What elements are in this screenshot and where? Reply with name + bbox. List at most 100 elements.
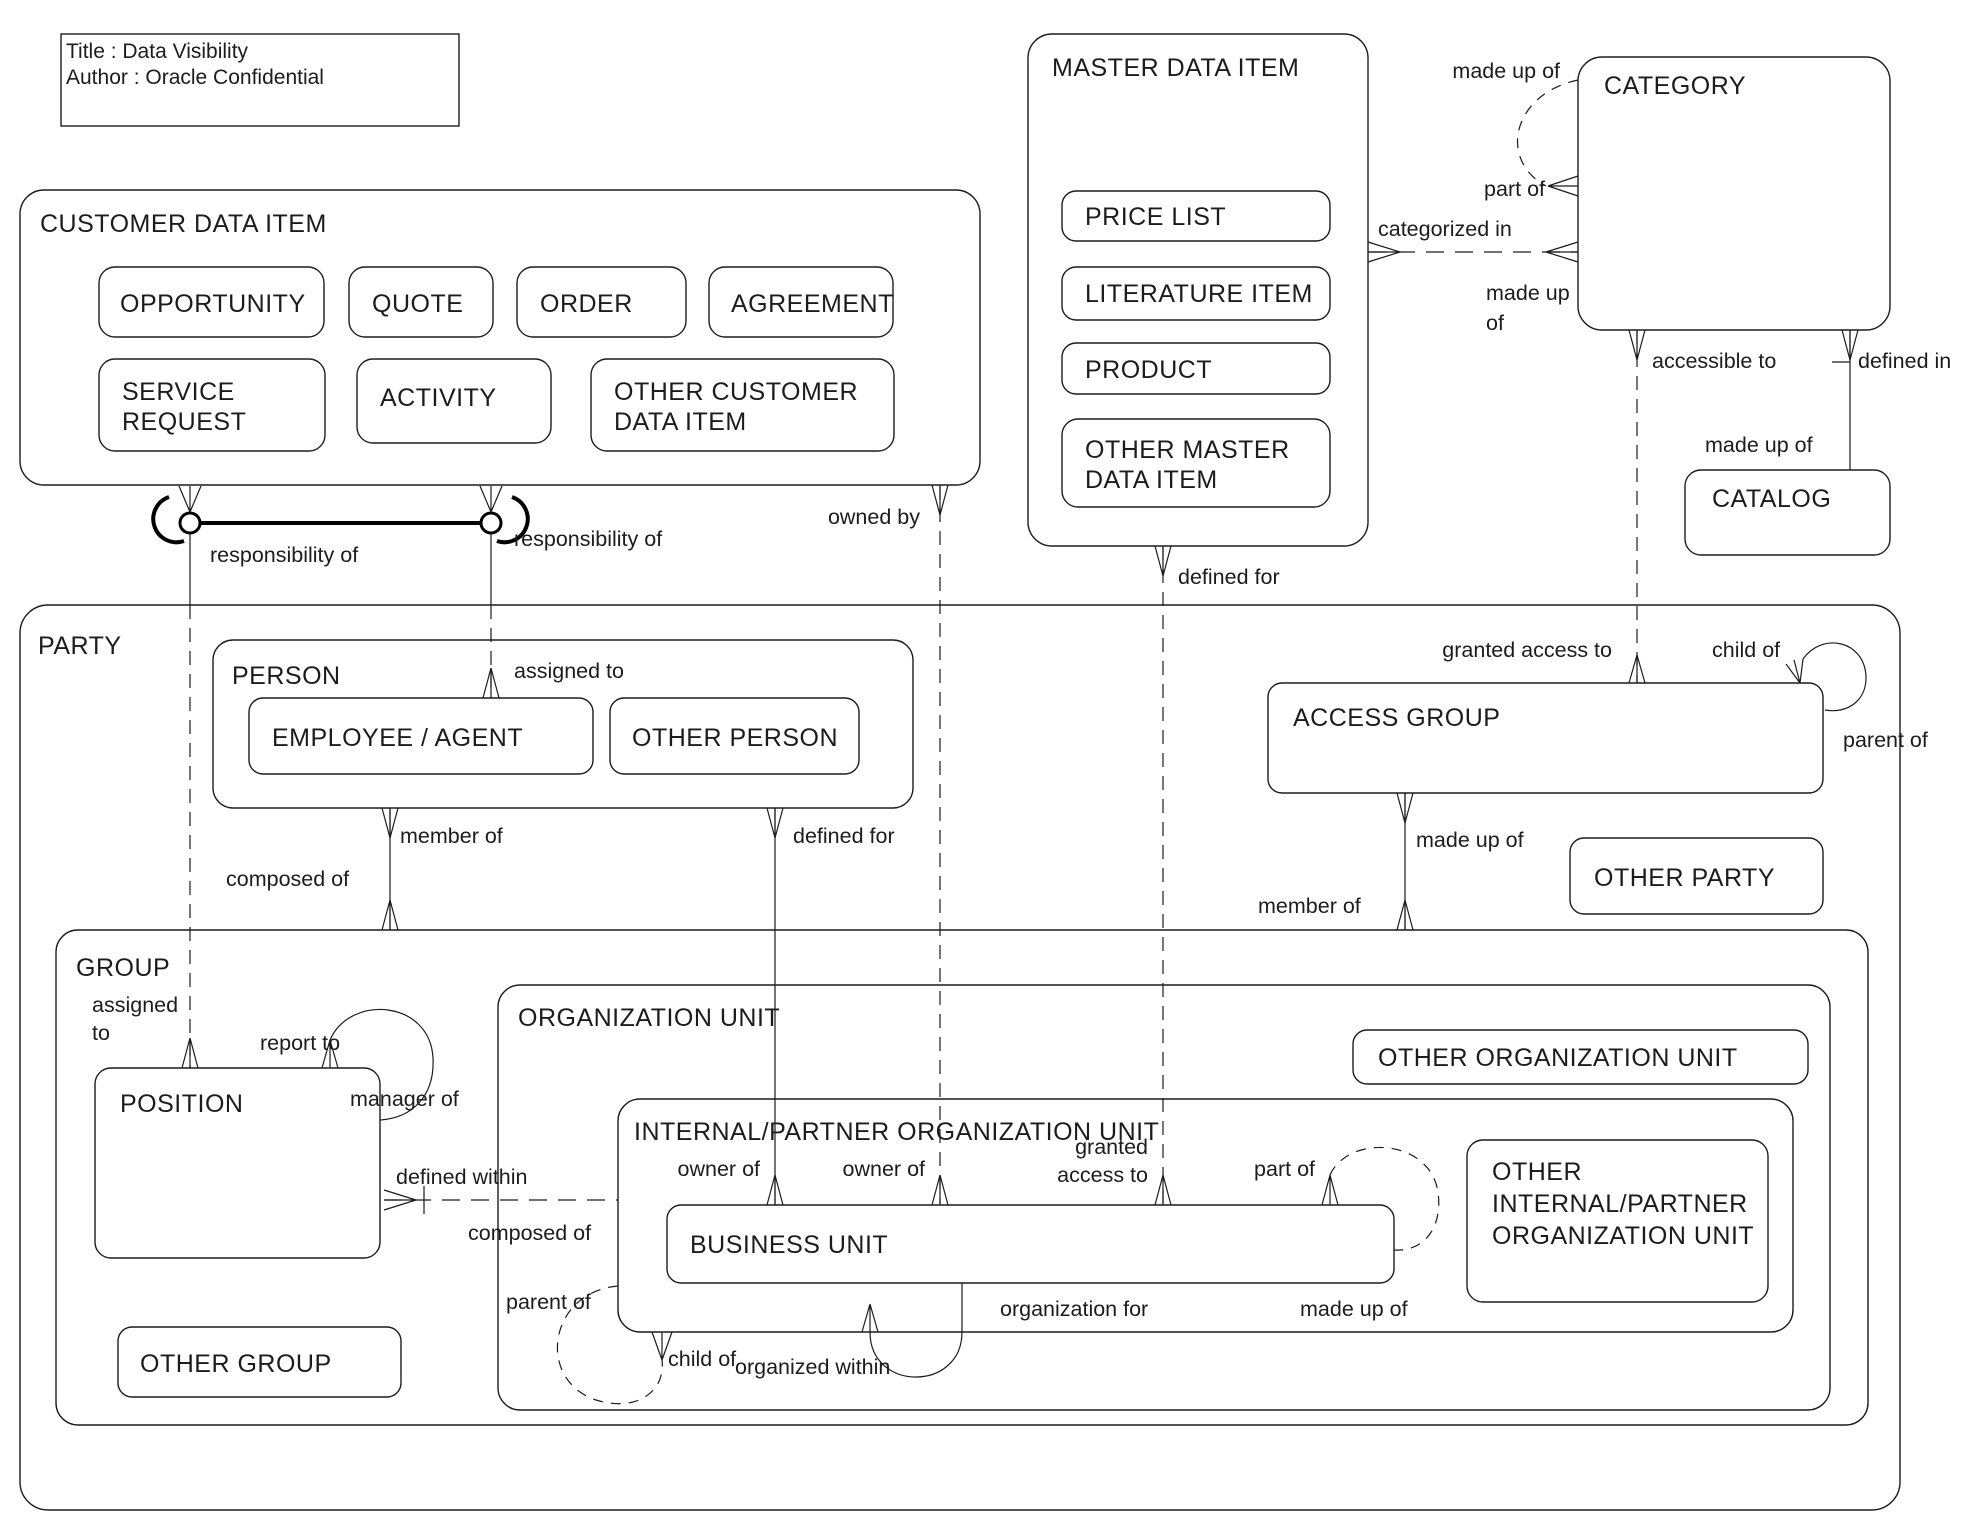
other-customer-data-item-label-2: DATA ITEM <box>614 408 747 436</box>
other-master-data-item-box <box>1061 418 1331 508</box>
literature-item-box <box>1061 266 1331 321</box>
crow-foot-icon <box>1547 175 1579 197</box>
entity-access-group: ACCESS GROUP <box>1267 682 1824 794</box>
rel-person-group <box>381 807 399 931</box>
other-customer-data-item-label-1: OTHER CUSTOMER <box>614 378 858 406</box>
rel-business-unit-org-loop <box>861 1283 963 1378</box>
crow-foot-icon <box>931 484 949 516</box>
other-internal-partner-org-unit-label-1: OTHER <box>1492 1158 1582 1186</box>
opportunity-box <box>98 266 325 338</box>
access-group-box <box>1267 682 1824 794</box>
rel-position-self-loop <box>321 1008 434 1121</box>
label-defined-for-person: defined for <box>793 824 895 848</box>
customer-data-item-label: CUSTOMER DATA ITEM <box>40 210 327 238</box>
label-defined-for-master: defined for <box>1178 565 1280 589</box>
other-group-box <box>117 1326 402 1398</box>
crow-foot-icon <box>651 1331 673 1361</box>
rel-loop-arc <box>557 1285 663 1405</box>
organization-unit-label: ORGANIZATION UNIT <box>518 1004 780 1032</box>
access-group-label: ACCESS GROUP <box>1293 704 1500 732</box>
rel-mdi-business-unit <box>1154 545 1172 1206</box>
other-internal-partner-org-unit-box <box>1466 1139 1769 1303</box>
diagram-author: Author : Oracle Confidential <box>66 66 324 89</box>
title-box-frame <box>60 33 460 127</box>
label-child-of-org: child of <box>668 1347 736 1371</box>
business-unit-box <box>666 1204 1395 1284</box>
rel-loop-arc <box>869 1331 963 1378</box>
rel-loop-arc <box>1802 642 1867 712</box>
label-accessible-to: accessible to <box>1652 349 1776 373</box>
order-box <box>516 266 687 338</box>
rel-position-org-unit <box>383 1186 618 1214</box>
label-made-up-of-catalog: made up of <box>1705 433 1813 457</box>
rel-loop-arc <box>329 1008 434 1121</box>
label-organization-for: organization for <box>1000 1297 1148 1321</box>
crow-foot-icon <box>181 1037 199 1069</box>
crow-foot-icon <box>1841 329 1859 361</box>
internal-partner-org-unit-label: INTERNAL/PARTNER ORGANIZATION UNIT <box>634 1118 1159 1146</box>
label-report-to: report to <box>260 1031 340 1055</box>
other-customer-data-item-box <box>590 358 895 452</box>
entity-other-group: OTHER GROUP <box>117 1326 402 1398</box>
label-composed-of-group: composed of <box>226 867 349 891</box>
exclusive-arc-hook-left <box>151 495 185 545</box>
entity-internal-partner-organization-unit: INTERNAL/PARTNER ORGANIZATION UNIT BUSIN… <box>617 1098 1794 1333</box>
rel-mdi-category <box>1367 241 1579 263</box>
service-request-box <box>98 358 326 452</box>
entity-customer-data-item: CUSTOMER DATA ITEM OPPORTUNITY QUOTE ORD… <box>19 189 981 486</box>
other-person-box <box>609 697 860 775</box>
crow-foot-icon <box>1396 792 1414 824</box>
rel-category-self-loop <box>1517 79 1579 197</box>
quote-label: QUOTE <box>372 290 463 318</box>
product-label: PRODUCT <box>1085 356 1212 384</box>
activity-box <box>356 358 552 444</box>
rel-responsibility-position <box>181 605 199 1069</box>
label-member-of-ag: member of <box>1258 894 1361 918</box>
rel-category-catalog <box>1832 329 1859 470</box>
label-made-up-of-category-2: of <box>1486 311 1504 335</box>
other-person-label: OTHER PERSON <box>632 724 838 752</box>
business-unit-label: BUSINESS UNIT <box>690 1231 888 1259</box>
catalog-label: CATALOG <box>1712 485 1831 513</box>
rel-loop-arc <box>1517 79 1579 187</box>
label-organized-within: organized within <box>735 1355 890 1379</box>
activity-label: ACTIVITY <box>380 384 497 412</box>
diagram-title: Title : Data Visibility <box>66 40 249 63</box>
crow-foot-icon <box>861 1303 879 1333</box>
exclusive-arc-connector <box>151 485 530 605</box>
rel-access-group-group <box>1396 792 1414 931</box>
quote-box <box>348 266 494 338</box>
label-parent-of-ag: parent of <box>1843 728 1928 752</box>
crow-foot-icon <box>178 485 202 513</box>
label-made-up-of-bu: made up of <box>1300 1297 1408 1321</box>
crow-foot-icon <box>482 667 500 699</box>
label-child-of-ag: child of <box>1712 638 1780 662</box>
category-label: CATEGORY <box>1604 72 1746 100</box>
other-party-label: OTHER PARTY <box>1594 864 1775 892</box>
label-parent-of-org: parent of <box>506 1290 591 1314</box>
crow-foot-icon <box>381 899 399 931</box>
other-organization-unit-box <box>1352 1029 1809 1085</box>
group-label: GROUP <box>76 954 170 982</box>
label-granted-access-bu-2: access to <box>1057 1163 1148 1187</box>
label-assigned-to-position-2: to <box>92 1021 110 1045</box>
label-manager-of: manager of <box>350 1087 459 1111</box>
label-part-of-category: part of <box>1484 177 1545 201</box>
exclusive-arc-circle-right <box>479 511 503 535</box>
price-list-label: PRICE LIST <box>1085 203 1226 231</box>
entity-master-data-item: MASTER DATA ITEM PRICE LIST LITERATURE I… <box>1027 33 1369 547</box>
order-label: ORDER <box>540 290 633 318</box>
rel-access-group-self-loop <box>1785 642 1867 712</box>
product-box <box>1061 342 1331 395</box>
crow-foot-icon <box>479 485 503 513</box>
label-composed-of-org: composed of <box>468 1221 591 1245</box>
position-label: POSITION <box>120 1090 243 1118</box>
label-granted-access-bu-1: granted <box>1075 1135 1148 1159</box>
crow-foot-icon <box>1321 1174 1339 1206</box>
label-defined-in: defined in <box>1858 349 1951 373</box>
entity-category: CATEGORY <box>1577 56 1891 331</box>
label-made-up-of-category-1: made up <box>1486 281 1570 305</box>
label-owned-by: owned by <box>828 505 920 529</box>
service-request-label-2: REQUEST <box>122 408 246 436</box>
